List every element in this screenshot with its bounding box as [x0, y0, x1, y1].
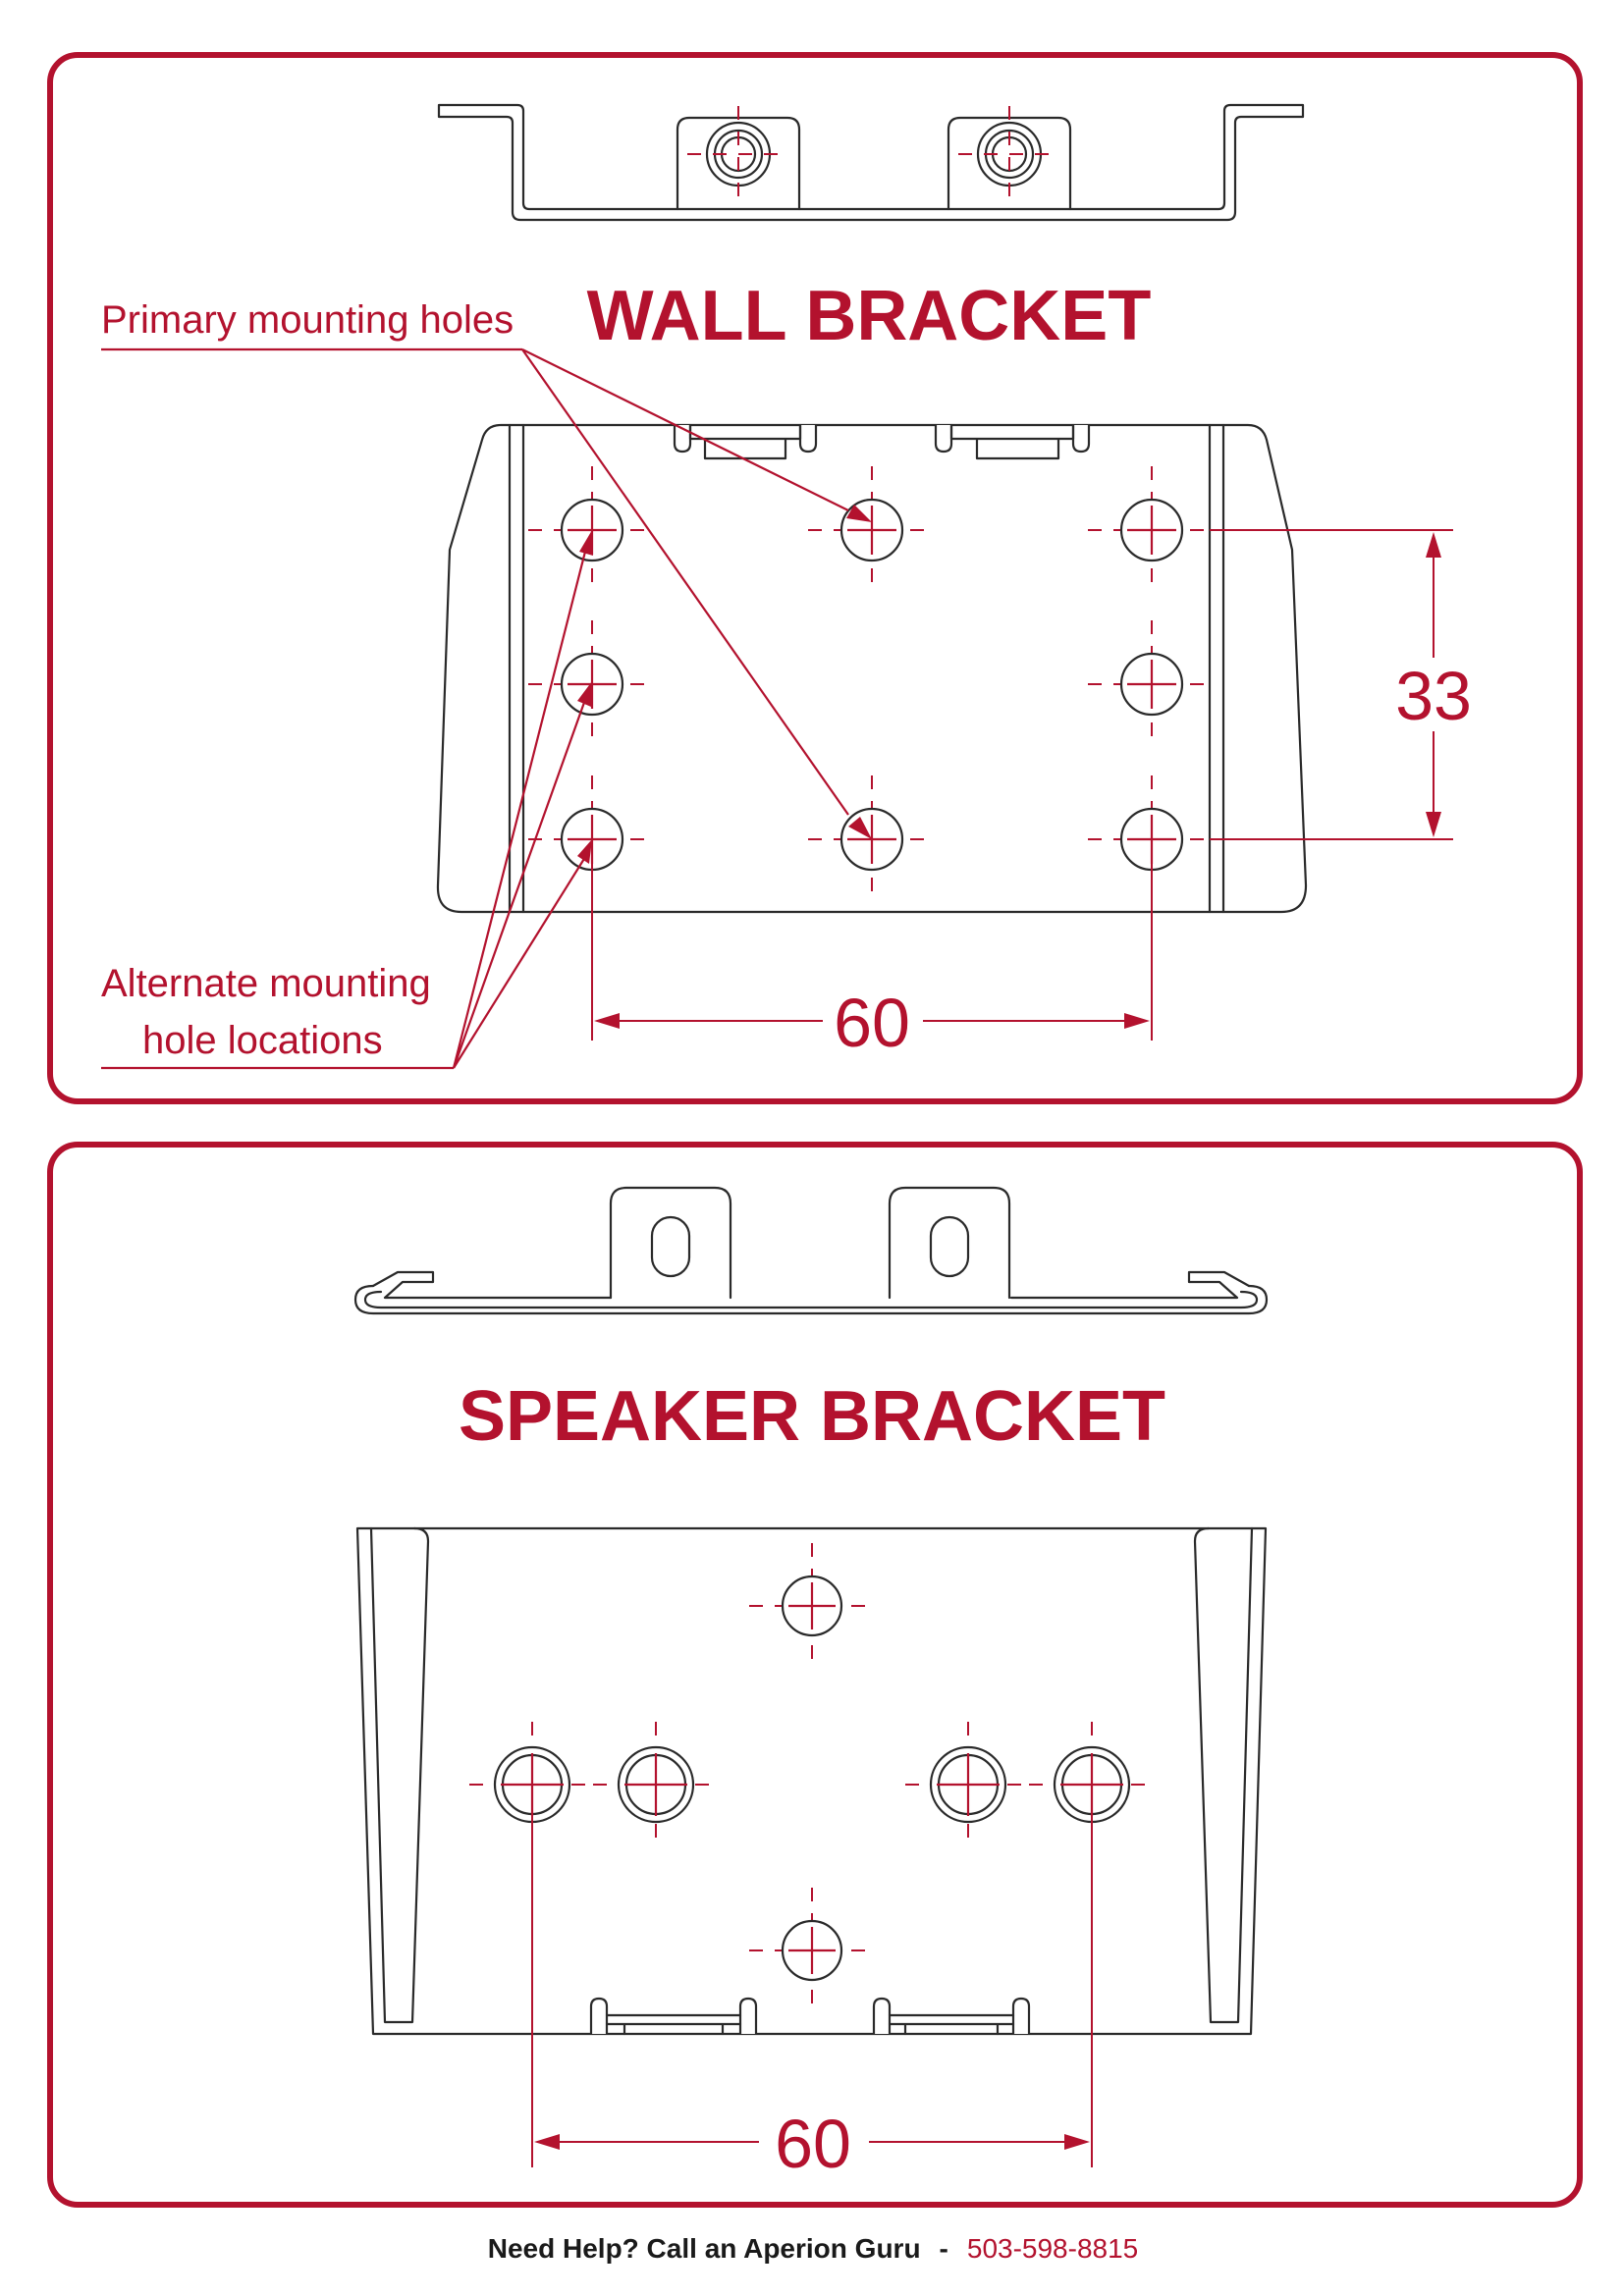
- speaker-front-plate: [355, 1526, 1268, 2036]
- speaker-side-clip-left: [371, 1270, 613, 1300]
- wall-dim-33-label: 33: [1395, 658, 1472, 734]
- speaker-side-slot-right: [929, 1215, 970, 1278]
- speaker-dimension-60: 60: [531, 1787, 1093, 2182]
- wall-front-tab-right: [949, 423, 1075, 460]
- speaker-mounting-hole: [749, 1888, 875, 2013]
- footer-help-text: Need Help? Call an Aperion Guru - 503-59…: [488, 2233, 1139, 2265]
- alternate-holes-label-line2: hole locations: [142, 1019, 383, 1062]
- wall-front-top-notches: [673, 425, 1091, 454]
- primary-holes-label: Primary mounting holes: [101, 298, 514, 342]
- wall-mounting-hole: [1088, 620, 1216, 748]
- alternate-holes-callout: Alternate mounting hole locations: [101, 530, 593, 1070]
- speaker-panel-frame: [47, 1142, 1583, 2208]
- speaker-bracket-title: SPEAKER BRACKET: [459, 1377, 1165, 1456]
- speaker-dim-60-label: 60: [775, 2106, 851, 2182]
- speaker-mounting-hole: [469, 1722, 595, 1847]
- speaker-front-flange-right: [1193, 1526, 1254, 2024]
- speaker-side-tab-left: [609, 1186, 732, 1300]
- speaker-mounting-hole: [593, 1722, 719, 1847]
- speaker-bracket-panel: SPEAKER BRACKET 60: [47, 1142, 1583, 2208]
- wall-front-plate: [436, 423, 1308, 914]
- footer-help-line: Need Help? Call an Aperion Guru - 503-59…: [488, 2233, 1139, 2265]
- wall-side-centerlines: [687, 106, 1060, 208]
- speaker-side-inner: [363, 1290, 1259, 1309]
- alternate-holes-label-line1: Alternate mounting: [101, 962, 431, 1005]
- speaker-side-slot-left: [650, 1215, 691, 1278]
- wall-bracket-panel: WALL BRACKET 33 60: [47, 52, 1583, 1104]
- wall-bracket-side-view: [437, 103, 1305, 222]
- speaker-mounting-holes: [469, 1543, 1155, 2013]
- wall-bracket-front-view: [436, 423, 1308, 914]
- speaker-side-tab-right: [888, 1186, 1011, 1300]
- wall-bracket-title: WALL BRACKET: [587, 277, 1152, 355]
- wall-mounting-hole: [528, 620, 656, 748]
- wall-dimension-33: 33: [1210, 529, 1472, 840]
- speaker-front-flange-left: [369, 1526, 430, 2024]
- speaker-front-tab-right: [888, 2013, 1015, 2036]
- speaker-front-bottom-notches: [589, 1997, 1031, 2034]
- speaker-side-profile: [353, 1284, 1269, 1315]
- wall-mounting-hole: [1088, 466, 1216, 594]
- speaker-front-tab-left: [605, 2013, 742, 2036]
- wall-panel-frame: [47, 52, 1583, 1104]
- speaker-side-clip-right: [1009, 1270, 1251, 1300]
- help-phone[interactable]: 503-598-8815: [967, 2233, 1138, 2264]
- wall-dimension-60: 60: [591, 864, 1153, 1061]
- primary-holes-callout: Primary mounting holes: [101, 298, 872, 839]
- speaker-mounting-hole: [905, 1722, 1031, 1847]
- help-separator: -: [940, 2233, 948, 2264]
- wall-dim-60-label: 60: [834, 985, 910, 1061]
- wall-front-fold-lines: [508, 423, 1225, 914]
- speaker-mounting-hole: [749, 1543, 875, 1669]
- help-text: Need Help? Call an Aperion Guru: [488, 2233, 921, 2264]
- speaker-mounting-hole: [1029, 1722, 1155, 1847]
- wall-side-profile: [437, 103, 1305, 222]
- speaker-bracket-front-view: [355, 1526, 1268, 2036]
- speaker-bracket-side-view: [353, 1186, 1269, 1315]
